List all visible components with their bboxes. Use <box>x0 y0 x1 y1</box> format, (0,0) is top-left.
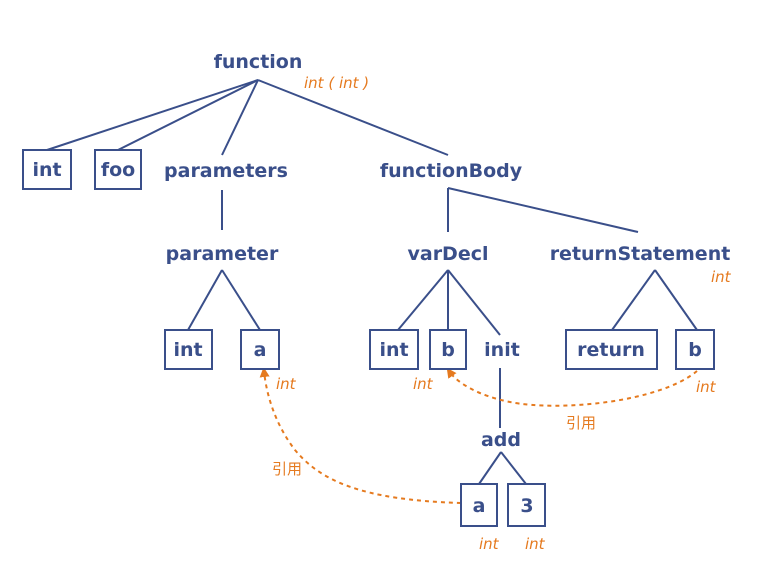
node-return-kw: return <box>577 339 645 361</box>
annotation-function-type: int ( int ) <box>304 74 369 92</box>
node-add: add <box>481 429 521 451</box>
box-param-int <box>164 329 213 370</box>
edge-parameter-int <box>187 269 223 331</box>
node-parameter: parameter <box>166 243 279 265</box>
type-annotations: int ( int ) int int int int int int <box>276 74 732 553</box>
node-return-statement: returnStatement <box>550 243 731 265</box>
node-labels: function int foo parameters functionBody… <box>32 51 730 517</box>
ref-arrow-add-a-to-param-a <box>259 367 462 504</box>
edge-function-parameters <box>221 79 259 156</box>
box-var-b <box>429 329 467 370</box>
box-foo <box>94 149 142 190</box>
annotation-var-b-type: int <box>413 375 434 393</box>
annotation-return-b-type: int <box>696 378 717 396</box>
edge-vardecl-int <box>397 269 449 331</box>
node-init: init <box>484 339 520 361</box>
box-add-3 <box>507 483 546 527</box>
edge-returnstatement-return <box>611 269 656 331</box>
box-int-type <box>22 149 72 190</box>
reference-label-add-a: 引用 <box>272 460 302 478</box>
box-add-a <box>460 483 498 527</box>
edge-returnstatement-b <box>654 269 698 331</box>
tree-edges <box>46 79 698 485</box>
box-var-int <box>369 329 419 370</box>
node-var-decl: varDecl <box>407 243 488 265</box>
node-function: function <box>214 51 303 73</box>
node-boxes <box>22 149 715 527</box>
edge-functionbody-returnstatement <box>447 187 639 233</box>
edge-function-functionbody <box>257 79 449 156</box>
node-var-b: b <box>441 339 455 361</box>
reference-labels: 引用 引用 <box>272 414 596 478</box>
annotation-param-a-type: int <box>276 375 297 393</box>
reference-label-return-b: 引用 <box>566 414 596 432</box>
box-return-b <box>675 329 715 370</box>
node-foo: foo <box>101 159 135 181</box>
node-param-a: a <box>254 339 267 361</box>
node-function-body: functionBody <box>380 160 523 182</box>
node-var-int: int <box>379 339 408 361</box>
node-int-type: int <box>32 159 61 181</box>
box-return-kw <box>565 329 658 370</box>
edge-add-a <box>478 451 502 485</box>
annotation-add-a-type: int <box>479 535 500 553</box>
node-return-b: b <box>688 339 702 361</box>
node-parameters: parameters <box>164 160 288 182</box>
node-add-3: 3 <box>520 495 533 517</box>
edge-function-int <box>46 79 259 151</box>
node-param-int: int <box>173 339 202 361</box>
annotation-return-statement-type: int <box>711 268 732 286</box>
annotation-add-3-type: int <box>525 535 546 553</box>
edge-parameter-a <box>221 269 261 331</box>
box-param-a <box>240 329 280 370</box>
node-add-a: a <box>473 495 486 517</box>
edge-vardecl-init <box>447 269 501 336</box>
reference-arrows <box>259 367 698 504</box>
edge-add-3 <box>500 451 527 485</box>
edge-function-foo <box>117 79 259 151</box>
ref-arrow-return-b-to-var-b <box>446 367 698 407</box>
